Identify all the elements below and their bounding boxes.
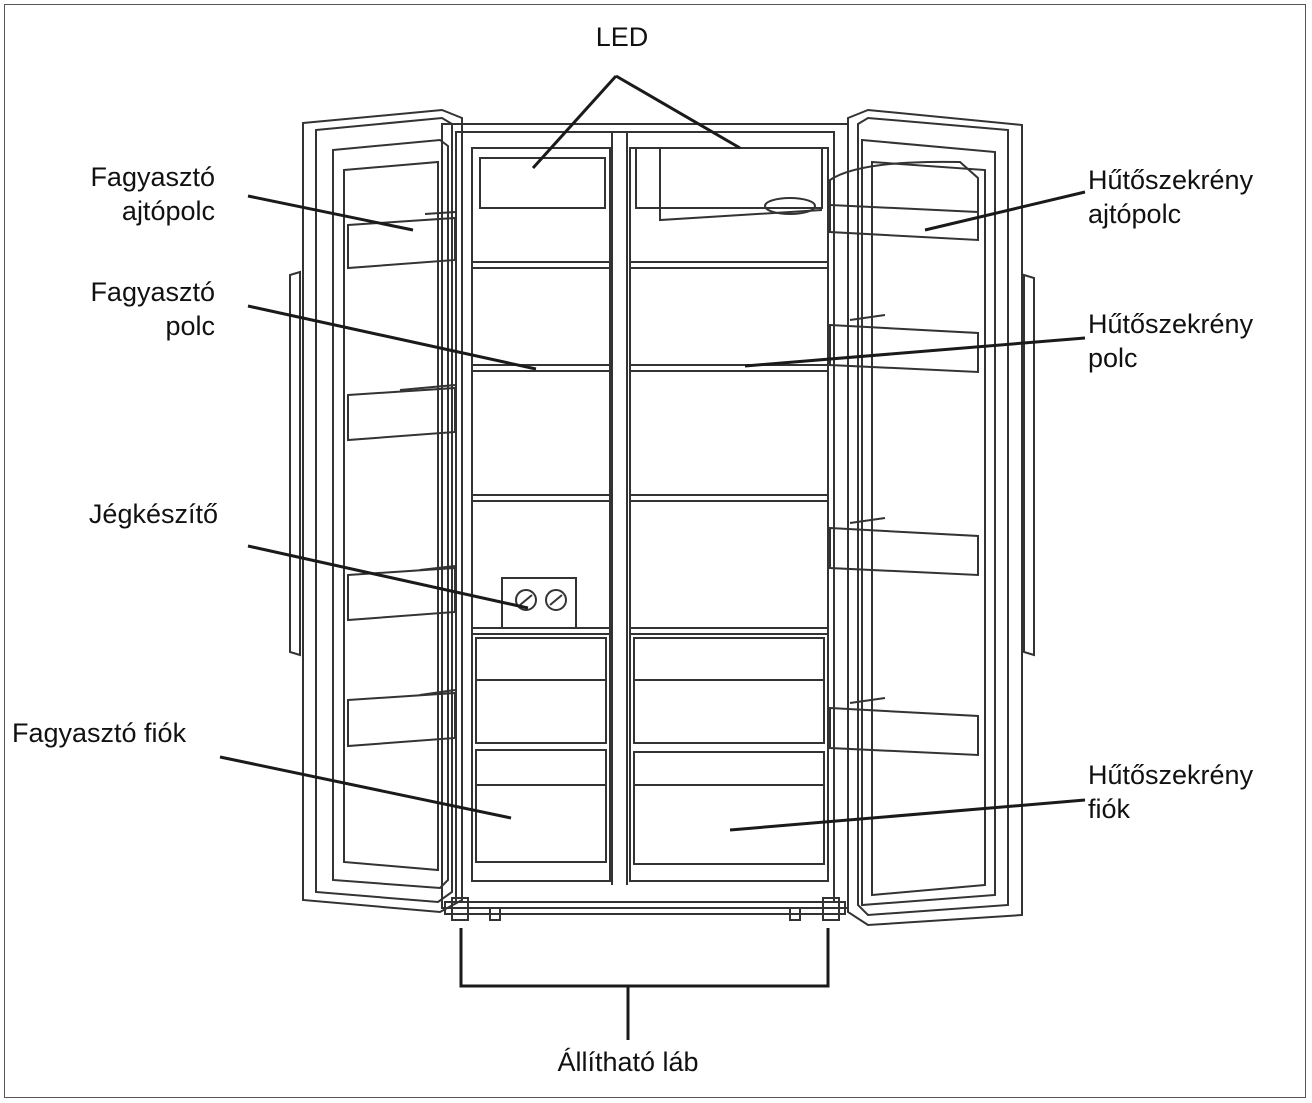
freezer-shelf-label-line1: Fagyasztó xyxy=(20,275,215,309)
refrigerator-cabinet xyxy=(442,124,848,920)
fridge-door-bins xyxy=(830,162,978,755)
freezer-drawer-leader xyxy=(220,757,511,818)
freezer-door xyxy=(290,110,462,912)
fridge-door xyxy=(830,110,1034,925)
fridge-drawer-leader xyxy=(730,800,1085,830)
freezer-shelf-label: Fagyasztó polc xyxy=(20,275,215,343)
led-label-text: LED xyxy=(572,20,672,54)
fridge-drawer-label: Hűtőszekrény fiók xyxy=(1088,758,1253,826)
led-leader-left xyxy=(533,76,616,168)
fridge-door-shelf-label-line2: ajtópolc xyxy=(1088,197,1253,231)
fridge-drawer-label-line2: fiók xyxy=(1088,792,1253,826)
fridge-drawers xyxy=(634,638,824,864)
freezer-door-shelf-leader xyxy=(248,196,413,230)
refrigerator-drawing xyxy=(290,110,1034,925)
ice-maker-label: Jégkészítő xyxy=(20,497,218,531)
adjustable-foot-label-text: Állítható láb xyxy=(490,1045,766,1079)
fridge-shelf-label-line2: polc xyxy=(1088,341,1253,375)
led-label: LED xyxy=(572,20,672,54)
freezer-door-shelf-label-line1: Fagyasztó xyxy=(20,160,215,194)
fridge-drawer-label-line1: Hűtőszekrény xyxy=(1088,758,1253,792)
adjustable-foot-bracket xyxy=(461,928,828,986)
fridge-door-shelf-label-line1: Hűtőszekrény xyxy=(1088,163,1253,197)
freezer-drawer-label-text: Fagyasztó fiók xyxy=(12,716,186,750)
freezer-drawer-label: Fagyasztó fiók xyxy=(12,716,186,750)
freezer-shelf-leader xyxy=(248,306,536,369)
fridge-shelf-label-line1: Hűtőszekrény xyxy=(1088,307,1253,341)
freezer-shelf-label-line2: polc xyxy=(20,309,215,343)
fridge-door-shelf-label: Hűtőszekrény ajtópolc xyxy=(1088,163,1253,231)
ice-maker xyxy=(502,578,576,628)
led-leader-right xyxy=(616,76,740,148)
fridge-shelves xyxy=(630,262,828,634)
ice-maker-label-text: Jégkészítő xyxy=(20,497,218,531)
freezer-drawers xyxy=(476,638,606,862)
adjustable-foot-label: Állítható láb xyxy=(490,1045,766,1079)
freezer-door-shelf-label: Fagyasztó ajtópolc xyxy=(20,160,215,228)
fridge-shelf-label: Hűtőszekrény polc xyxy=(1088,307,1253,375)
freezer-door-shelf-label-line2: ajtópolc xyxy=(20,194,215,228)
